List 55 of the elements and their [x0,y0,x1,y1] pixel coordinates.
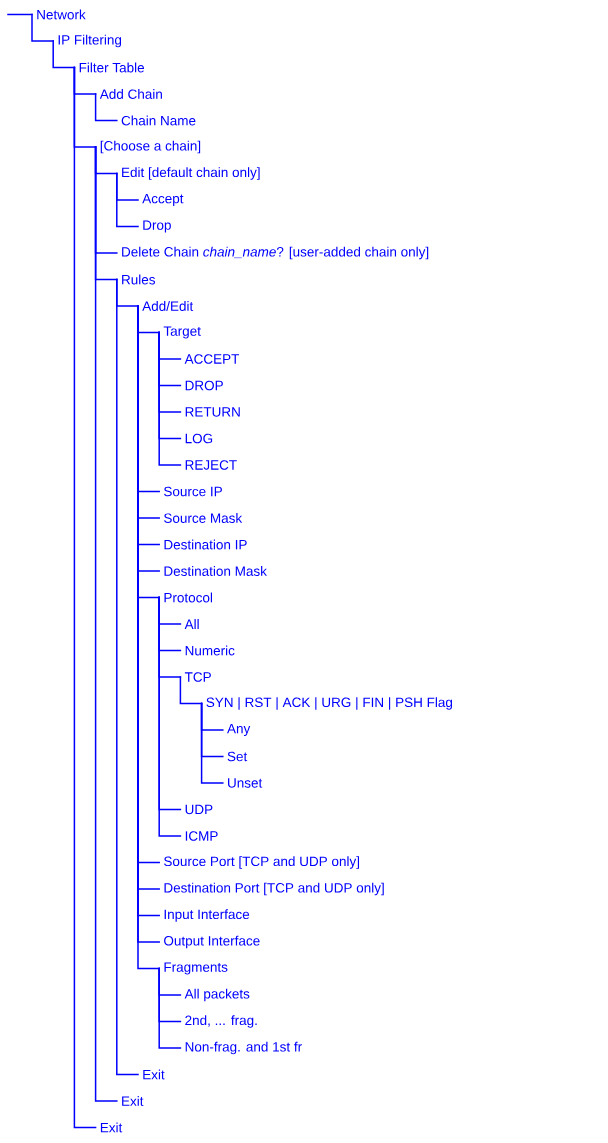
tree-connector [200,702,224,784]
menu-item: Protocol [164,592,212,603]
menu-item: Network [37,9,86,20]
menu-item: RETURN [185,407,240,417]
menu-item: UDP [185,804,213,815]
menu-item: Destination Port [TCP and UDP only] [164,882,384,896]
menu-item: Destination Mask [164,566,267,576]
tree-connector [31,13,54,42]
menu-item: [Choose a chain] [100,140,201,154]
tree-connector [116,172,139,228]
menu-item: DROP [185,380,223,391]
menu-item: Exit [143,1069,165,1080]
tree-connector [94,93,118,122]
menu-item: Chain Name [121,115,196,126]
menu-item: Rules [122,274,155,285]
menu-item: Target [163,326,201,339]
menu-item: Numeric [185,645,235,656]
menu-item: Input Interface [164,909,250,922]
menu-item: Add/Edit [142,301,194,311]
menu-item: Fragments [164,962,228,975]
menu-item: REJECT [185,460,237,470]
menu-item: Drop [143,220,171,233]
menu-item: Non-frag. and 1st fr [185,1041,302,1055]
menu-item: Edit [default chain only] [122,167,260,180]
menu-item: Delete Chain chain_name? [user-added chain only] [122,246,429,260]
menu-item: All packets [184,988,250,1002]
tree-connector [116,278,139,1076]
menu-item: 2nd, ... frag. [185,1015,257,1028]
menu-item: SYN | RST | ACK | URG | FIN | PSH Flag [206,697,452,710]
menu-item: TCP [184,672,211,682]
menu-item: Source IP [164,486,222,497]
menu-item: LOG [185,433,213,444]
menu-item: Accept [142,193,184,207]
menu-item: Source Port [TCP and UDP only] [164,856,359,869]
menu-item: Filter Table [79,62,145,73]
menu-item: Exit [122,1096,144,1106]
tree-connector [94,146,118,1102]
menu-item: Unset [228,778,263,788]
tree-connector [179,676,203,705]
tree-connector [52,40,76,69]
menu-item: Destination IP [164,539,247,550]
tree-connector [73,66,97,1129]
menu-item: IP Filtering [58,34,122,48]
menu-item: Add Chain [99,89,162,99]
menu-item: Source Mask [164,513,243,523]
menu-item: Output Interface [164,935,260,949]
menu-item: Exit [100,1122,123,1133]
tree-connector [158,967,182,1049]
menu-item: All [184,619,199,629]
menu-item: ICMP [185,831,218,841]
menu-item: ACCEPT [184,354,240,364]
menu-item: Any [227,723,251,737]
menu-item: Set [227,751,248,762]
tree-connector [158,331,182,466]
tree-connector [7,13,33,16]
